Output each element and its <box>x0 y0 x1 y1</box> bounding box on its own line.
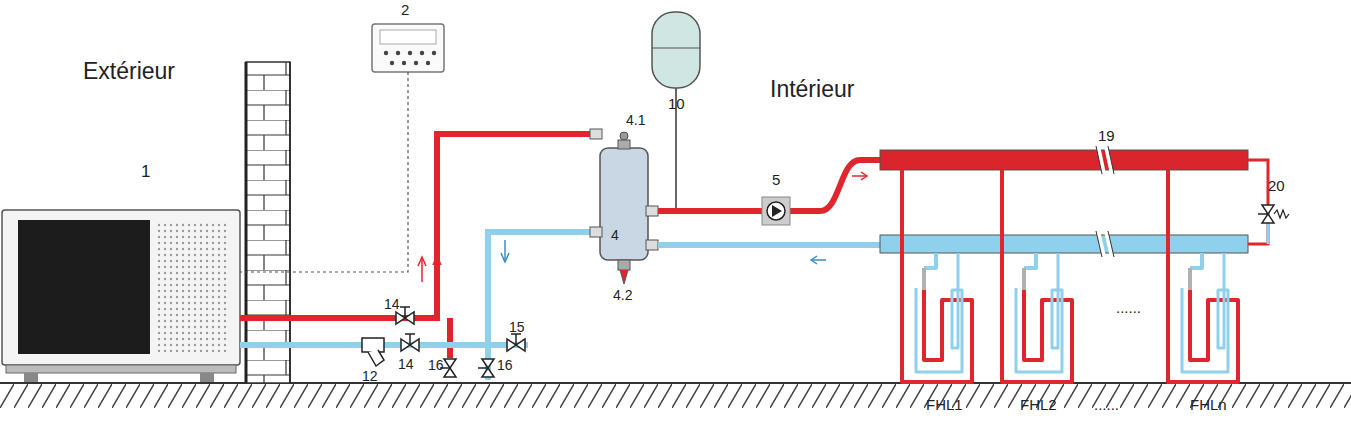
callout-number: 14 <box>398 357 414 371</box>
supply-manifold <box>880 150 1248 170</box>
return-manifold <box>880 235 1248 253</box>
region-label: Extérieur <box>83 60 175 83</box>
callout-number: 2 <box>401 2 409 17</box>
callout-number: 4 <box>611 228 619 242</box>
region-label: Intérieur <box>770 78 854 101</box>
callout-number: 12 <box>362 369 378 383</box>
heat-pump-unit <box>2 210 240 382</box>
callout-number: 16 <box>428 358 444 372</box>
controller <box>372 24 444 72</box>
loop-label: FHLn <box>1190 397 1227 412</box>
loop-label: ...... <box>1094 397 1119 412</box>
callout-number: 19 <box>1098 128 1115 143</box>
loop-label: FHL1 <box>926 397 963 412</box>
bypass-pipe <box>1248 160 1268 244</box>
callout-number: 1 <box>141 163 150 180</box>
ellipsis-label: ...... <box>1116 300 1141 315</box>
callout-number: 16 <box>497 358 513 372</box>
callout-number: 20 <box>1268 178 1285 193</box>
ground-line <box>0 382 1351 384</box>
callout-number: 4.2 <box>613 288 632 302</box>
circulation-pump <box>762 197 790 225</box>
ground-hatch <box>0 384 1351 408</box>
bypass-valve <box>1258 205 1274 223</box>
control-wire <box>240 72 408 272</box>
callout-number: 4.1 <box>626 113 645 127</box>
callout-number: 5 <box>772 172 780 187</box>
return-pipe <box>240 232 602 380</box>
shutoff-valve <box>401 334 419 351</box>
floor-heating-loops <box>902 170 1238 382</box>
return-pipe <box>658 242 882 248</box>
callout-number: 15 <box>509 320 525 334</box>
callout-number: 14 <box>384 297 400 311</box>
callout-number: 10 <box>668 96 685 111</box>
brick-wall <box>246 62 290 383</box>
fill-valve <box>507 334 525 351</box>
drain-valve <box>478 359 494 377</box>
supply-pipe <box>240 134 602 358</box>
loop-label: FHL2 <box>1020 397 1057 412</box>
expansion-vessel <box>652 12 700 211</box>
hydraulic-separator <box>590 129 658 284</box>
y-strainer <box>362 338 384 366</box>
